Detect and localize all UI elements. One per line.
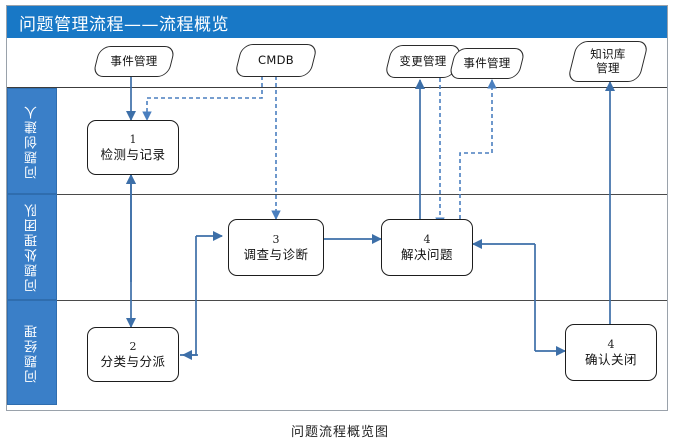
- source-label: 事件管理: [463, 55, 511, 70]
- swimlane-label-manager: 问题经理: [7, 300, 57, 405]
- source-label-line2: 管理: [596, 60, 620, 75]
- process-label: 解决问题: [400, 246, 453, 262]
- process-box-classify-assign[interactable]: 2 分类与分派: [87, 327, 179, 382]
- swimlane-label-text: 问题处理团队: [24, 202, 40, 292]
- source-shape-knowledge-base[interactable]: 知识库 管理: [566, 41, 650, 82]
- page-title: 问题管理流程——流程概览: [19, 15, 229, 35]
- swimlane-label-column: 问题创建人 问题处理团队 问题经理: [7, 88, 57, 405]
- process-box-detect-record[interactable]: 1 检测与记录: [87, 120, 179, 175]
- source-shape-cmdb[interactable]: CMDB: [233, 44, 319, 77]
- swimlane-label-creator: 问题创建人: [7, 88, 57, 194]
- source-label: 变更管理: [399, 53, 447, 68]
- title-bar: 问题管理流程——流程概览: [7, 6, 667, 38]
- process-label: 检测与记录: [100, 146, 166, 162]
- swimlane-label-text: 问题创建人: [24, 103, 40, 179]
- source-shape-incident-mgmt-2[interactable]: 事件管理: [448, 48, 526, 79]
- process-number: 2: [129, 339, 137, 353]
- process-box-investigate-diagnose[interactable]: 3 调查与诊断: [228, 219, 324, 276]
- source-label-line1: 知识库: [590, 47, 626, 62]
- process-box-confirm-close[interactable]: 4 确认关闭: [565, 324, 657, 381]
- process-label: 确认关闭: [584, 351, 637, 367]
- lane-divider-2: [57, 300, 667, 301]
- source-label: CMDB: [258, 52, 294, 67]
- swimlane-label-team: 问题处理团队: [7, 194, 57, 300]
- swimlane-label-text: 问题经理: [24, 322, 40, 383]
- source-label: 事件管理: [110, 53, 158, 68]
- process-number: 1: [129, 132, 137, 146]
- process-label: 分类与分派: [100, 353, 166, 369]
- process-box-resolve-problem[interactable]: 4 解决问题: [381, 219, 473, 276]
- process-label: 调查与诊断: [243, 246, 309, 262]
- process-number: 4: [423, 232, 431, 246]
- source-shape-incident-mgmt[interactable]: 事件管理: [92, 46, 176, 77]
- lane-divider-1: [57, 194, 667, 195]
- process-number: 3: [272, 232, 280, 246]
- figure-caption: 问题流程概览图: [290, 425, 389, 440]
- process-number: 4: [607, 337, 615, 351]
